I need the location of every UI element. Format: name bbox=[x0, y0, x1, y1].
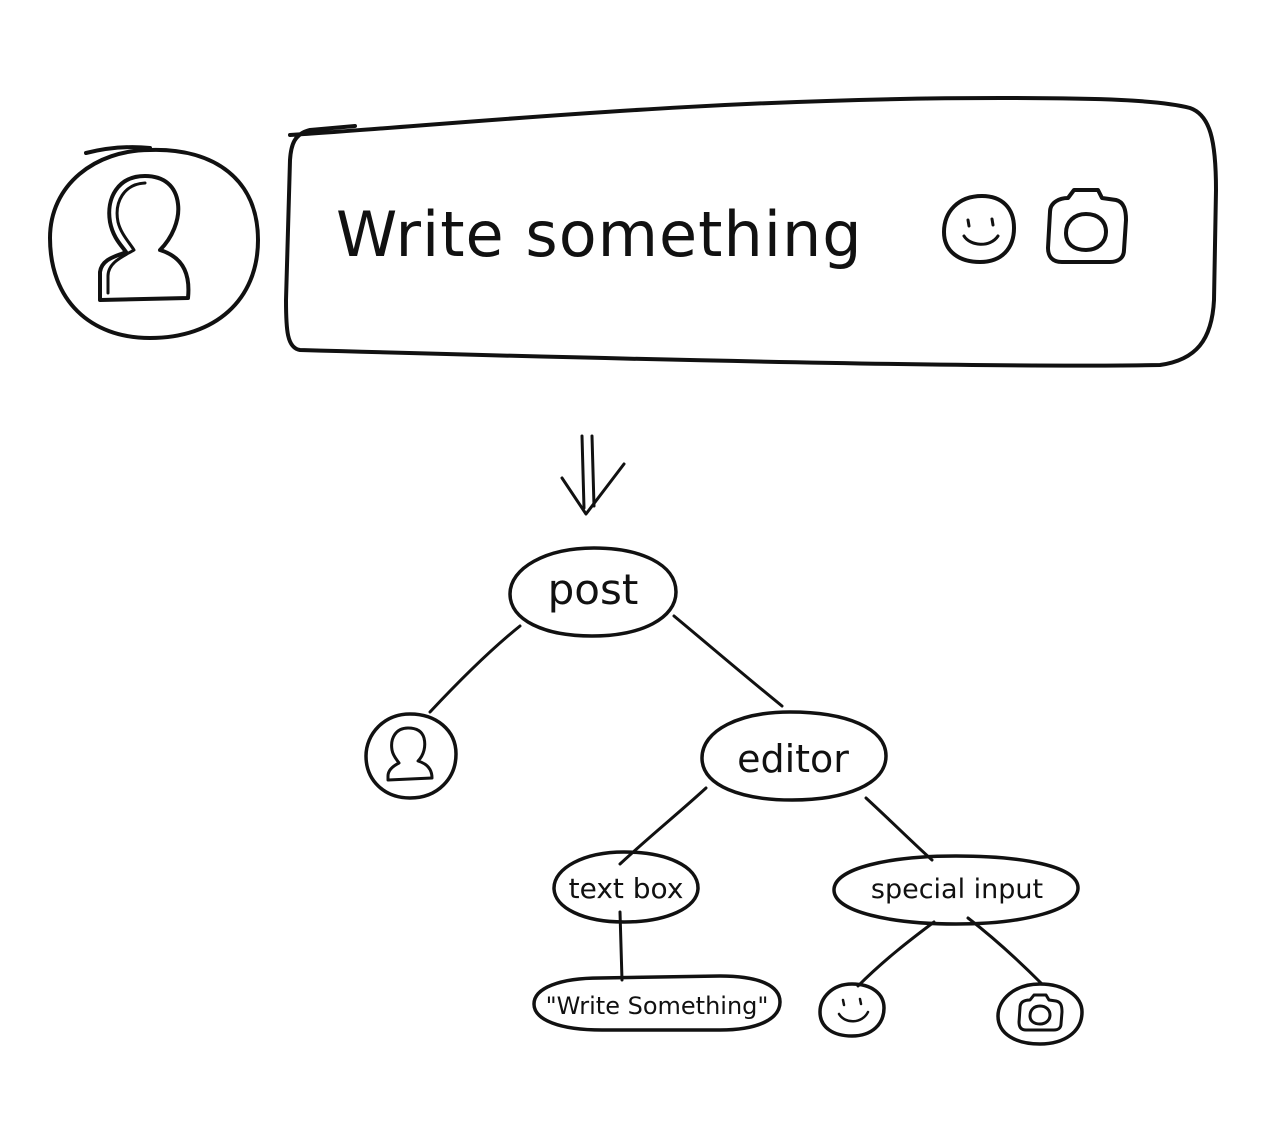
smiley-right-eye bbox=[990, 217, 995, 227]
smiley-mouth bbox=[962, 234, 1000, 246]
edge-editor-specialinput bbox=[864, 796, 934, 862]
user-silhouette-inner-icon bbox=[106, 181, 147, 295]
node-camera-lens-icon bbox=[1028, 1004, 1052, 1026]
edge-post-editor bbox=[672, 614, 784, 708]
node-text-value: "Write Something" bbox=[532, 974, 782, 1032]
node-post: post bbox=[508, 546, 678, 638]
node-special-input-ellipse bbox=[832, 854, 1080, 926]
node-post-ellipse bbox=[508, 546, 678, 638]
edge-specialinput-camera bbox=[966, 916, 1044, 986]
node-camera bbox=[996, 982, 1084, 1046]
node-textbox-label: text box bbox=[569, 872, 684, 905]
arrow-shaft-left bbox=[580, 434, 586, 510]
node-textbox: text box bbox=[552, 850, 700, 924]
arrow-head bbox=[560, 462, 626, 516]
smiley-left-eye bbox=[966, 218, 971, 228]
avatar-circle-overstroke bbox=[84, 145, 152, 155]
camera-lens-icon bbox=[1064, 212, 1108, 252]
node-smiley-mouth bbox=[837, 1010, 870, 1023]
tree-edges bbox=[428, 614, 1044, 988]
user-silhouette-icon bbox=[98, 174, 191, 302]
node-editor: editor bbox=[700, 710, 888, 802]
camera-icon bbox=[1046, 188, 1128, 264]
camera-button[interactable] bbox=[1046, 188, 1128, 264]
double-down-arrow bbox=[560, 434, 626, 516]
edge-editor-textbox bbox=[618, 786, 708, 866]
node-text-value-pill bbox=[532, 974, 782, 1032]
node-avatar bbox=[364, 712, 458, 800]
node-user-silhouette-icon bbox=[386, 726, 434, 782]
arrow-shaft-right bbox=[590, 434, 596, 508]
edge-post-avatar bbox=[428, 624, 522, 714]
node-text-value-label: "Write Something" bbox=[546, 992, 769, 1020]
input-placeholder-text: Write something bbox=[336, 198, 863, 271]
node-special-input-label: special input bbox=[871, 874, 1043, 905]
node-special-input: special input bbox=[832, 854, 1080, 926]
node-smiley-face-icon bbox=[818, 982, 886, 1038]
input-box-border bbox=[284, 96, 1218, 368]
node-smiley bbox=[818, 982, 886, 1038]
post-composer-mockup: Write something bbox=[48, 96, 1218, 368]
node-post-label: post bbox=[548, 565, 639, 614]
node-editor-ellipse bbox=[700, 710, 888, 802]
node-camera-circle bbox=[996, 982, 1084, 1046]
edge-specialinput-smiley bbox=[856, 920, 936, 988]
node-smiley-left-eye bbox=[841, 998, 846, 1007]
node-textbox-ellipse bbox=[552, 850, 700, 924]
node-smiley-right-eye bbox=[858, 997, 863, 1006]
node-editor-label: editor bbox=[737, 737, 849, 781]
node-camera-icon bbox=[1017, 993, 1064, 1032]
node-avatar-circle bbox=[364, 712, 458, 800]
avatar-circle bbox=[48, 147, 260, 340]
avatar[interactable] bbox=[48, 145, 260, 340]
post-input-box[interactable]: Write something bbox=[284, 96, 1218, 368]
smiley-face-icon bbox=[942, 194, 1016, 264]
emoji-button[interactable] bbox=[942, 194, 1016, 264]
